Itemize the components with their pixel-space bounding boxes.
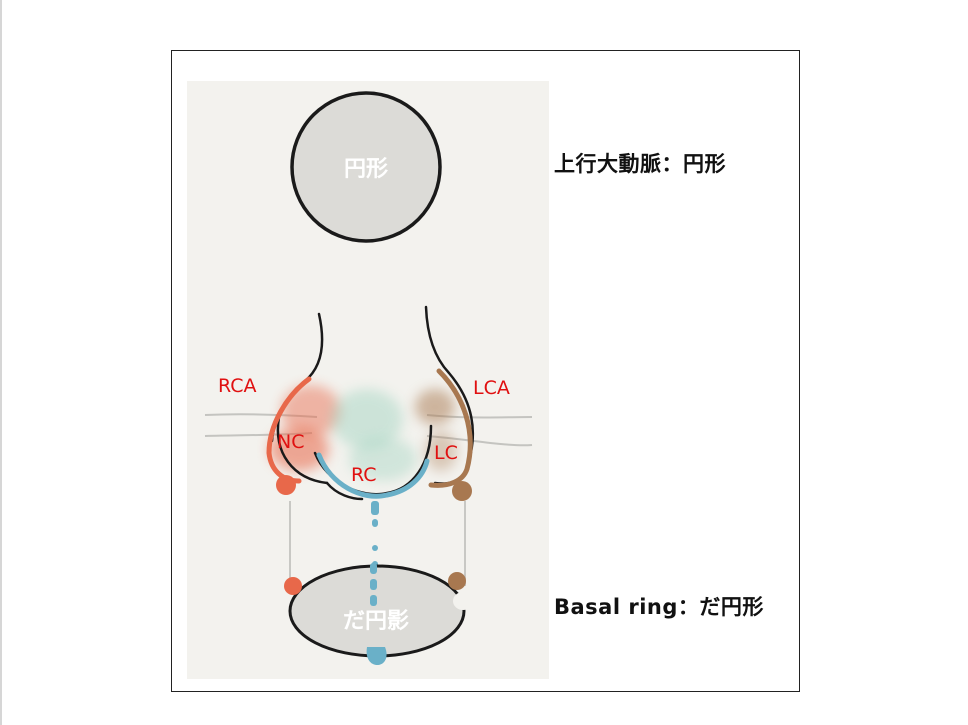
- lc-cusp-rim: [428, 368, 473, 488]
- left-edge-divider: [0, 0, 2, 725]
- aortic-root-diagram: 円形: [204, 91, 533, 665]
- basal-ring-label: だ円影: [343, 609, 409, 634]
- basal-ring-ellipse: だ円影: [284, 563, 473, 665]
- aorta-circle-label: 円形: [344, 157, 388, 182]
- lca-label: LCA: [473, 377, 510, 399]
- basal-ring-shape-label: Basal ring：だ円形: [554, 595, 764, 619]
- cusp-washes: [269, 385, 457, 481]
- cusp-rims: [266, 368, 473, 501]
- aorta-shape-label: 上行大動脈：円形: [554, 152, 726, 176]
- rca-label: RCA: [218, 375, 257, 397]
- structure-labels: RCA LCA NC RC LC: [218, 375, 510, 486]
- rc-label: RC: [351, 464, 377, 486]
- nc-label: NC: [277, 431, 304, 453]
- rc-cusp-rim: [316, 452, 430, 499]
- aorta-circle: 円形: [290, 91, 442, 243]
- lc-label: LC: [434, 442, 458, 464]
